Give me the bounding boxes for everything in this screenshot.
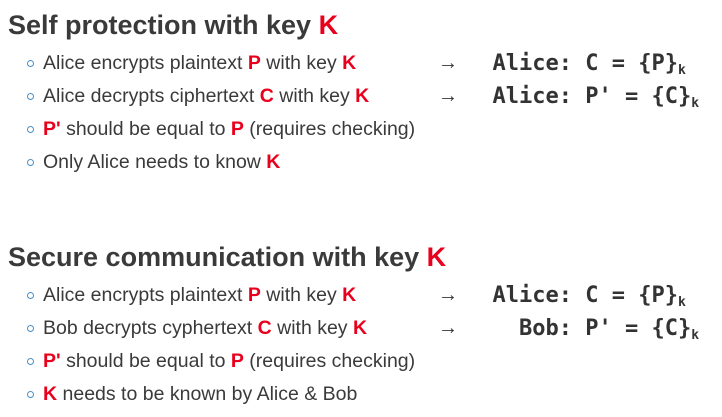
key-symbol: P [230, 350, 244, 372]
right-arrow-icon: → [438, 317, 458, 339]
formula-lhs: P' [585, 84, 612, 109]
text-fragment: should be equal to [60, 118, 231, 140]
key-symbol: P [247, 284, 261, 306]
key-symbol: K [352, 317, 368, 339]
formula-subscript: k [691, 328, 700, 343]
bullet-circle-icon [27, 391, 34, 398]
heading-text: Secure communication with key [8, 242, 427, 272]
key-symbol: K [266, 151, 281, 173]
bullet-item: Only Alice needs to know K [8, 146, 718, 179]
bullet-circle-icon [27, 325, 34, 332]
bullet-circle-icon [27, 126, 34, 133]
text-fragment: Alice encrypts plaintext [43, 284, 248, 306]
bullet-text: P' should be equal to P (requires checki… [43, 345, 415, 378]
bullet-item: Alice encrypts plaintext P with key K → Al… [8, 279, 718, 312]
bullet-list: Alice encrypts plaintext P with key K→Al… [8, 47, 718, 179]
formula-equals: = [625, 316, 639, 341]
text-fragment: Only Alice needs to know [43, 151, 267, 173]
text-fragment: with key [273, 85, 356, 107]
bullet-text: Alice decrypts ciphertext C with key K [43, 80, 369, 113]
formula-rhs: {C} [651, 316, 692, 341]
bullet-item: K needs to be known by Alice & Bob [8, 378, 718, 411]
text-fragment: Alice encrypts plaintext [43, 52, 248, 74]
bullet-text: Only Alice needs to know K [43, 146, 280, 179]
formula-rhs: {C} [651, 84, 692, 109]
bullet-item: Alice encrypts plaintext P with key K → Al… [8, 47, 718, 80]
text-fragment: Alice decrypts ciphertext [43, 85, 260, 107]
bullet-item: P' should be equal to P (requires checki… [8, 113, 718, 146]
bullet-text: K needs to be known by Alice & Bob [43, 378, 357, 411]
section-self-protection: Self protection with key K Alice encrypt… [8, 8, 718, 179]
bullet-text: Bob decrypts cyphertext C with key K [43, 312, 367, 345]
formula: Alice: C = {P}k [480, 47, 690, 80]
text-fragment: needs to be known by Alice & Bob [57, 383, 358, 405]
bullet-item: Alice decrypts ciphertext C with key K → A… [8, 80, 718, 113]
key-symbol: K [355, 85, 370, 107]
heading-key: K [426, 242, 447, 272]
text-fragment: (requires checking) [243, 350, 416, 372]
formula-rhs: {P} [638, 51, 678, 76]
formula-subscript: k [678, 295, 686, 310]
formula-rhs: {P} [638, 283, 678, 308]
bullet-text: Alice encrypts plaintext P with key K [43, 279, 356, 312]
formula-party: Bob: [519, 316, 572, 341]
formula-equals: = [611, 51, 625, 76]
key-symbol: P [230, 118, 244, 140]
formula: Alice: P' = {C}k [480, 80, 700, 113]
formula-subscript: k [691, 96, 700, 111]
key-symbol: C [257, 317, 272, 339]
key-symbol: C [259, 85, 274, 107]
formula-party: Alice: [492, 283, 572, 308]
right-arrow-icon: → [438, 52, 458, 74]
bullet-circle-icon [27, 358, 34, 365]
bullet-circle-icon [27, 159, 34, 166]
key-symbol: K [342, 284, 357, 306]
formula-equals: = [611, 283, 625, 308]
right-arrow-icon: → [438, 284, 458, 306]
formula: Bob: P' = {C}k [480, 312, 699, 345]
text-fragment: (requires checking) [243, 118, 416, 140]
formula-lhs: C [585, 283, 599, 308]
formula-party: Alice: [492, 84, 572, 109]
text-fragment: with key [271, 317, 353, 339]
bullet-circle-icon [27, 292, 34, 299]
key-symbol: K [43, 383, 58, 405]
heading-text: Self protection with key [8, 10, 319, 40]
section-heading: Self protection with key K [8, 8, 718, 42]
key-symbol: K [342, 52, 357, 74]
text-fragment: with key [260, 52, 343, 74]
heading-key: K [318, 10, 339, 40]
formula-lhs: P' [585, 316, 612, 341]
bullet-text: P' should be equal to P (requires checki… [43, 113, 415, 146]
bullet-text: Alice encrypts plaintext P with key K [43, 47, 356, 80]
bullet-item: Bob decrypts cyphertext C with key K → Bob… [8, 312, 718, 345]
key-symbol: P' [43, 350, 61, 372]
key-symbol: P' [43, 118, 61, 140]
formula-subscript: k [678, 63, 686, 78]
formula-lhs: C [585, 51, 599, 76]
bullet-list: Alice encrypts plaintext P with key K → Al… [8, 279, 718, 411]
section-heading: Secure communication with key K [8, 240, 718, 274]
key-symbol: P [247, 52, 261, 74]
bullet-item: P' should be equal to P (requires checki… [8, 345, 718, 378]
formula-party: Alice: [492, 51, 572, 76]
formula: Alice: C = {P}k [480, 279, 690, 312]
text-fragment: Bob decrypts cyphertext [43, 317, 258, 339]
text-fragment: should be equal to [60, 350, 231, 372]
formula-equals: = [625, 84, 639, 109]
section-secure-communication: Secure communication with key K Alice en… [8, 240, 718, 411]
bullet-circle-icon [27, 93, 34, 100]
right-arrow-icon: → [438, 85, 458, 107]
text-fragment: with key [260, 284, 343, 306]
bullet-circle-icon [27, 60, 34, 67]
